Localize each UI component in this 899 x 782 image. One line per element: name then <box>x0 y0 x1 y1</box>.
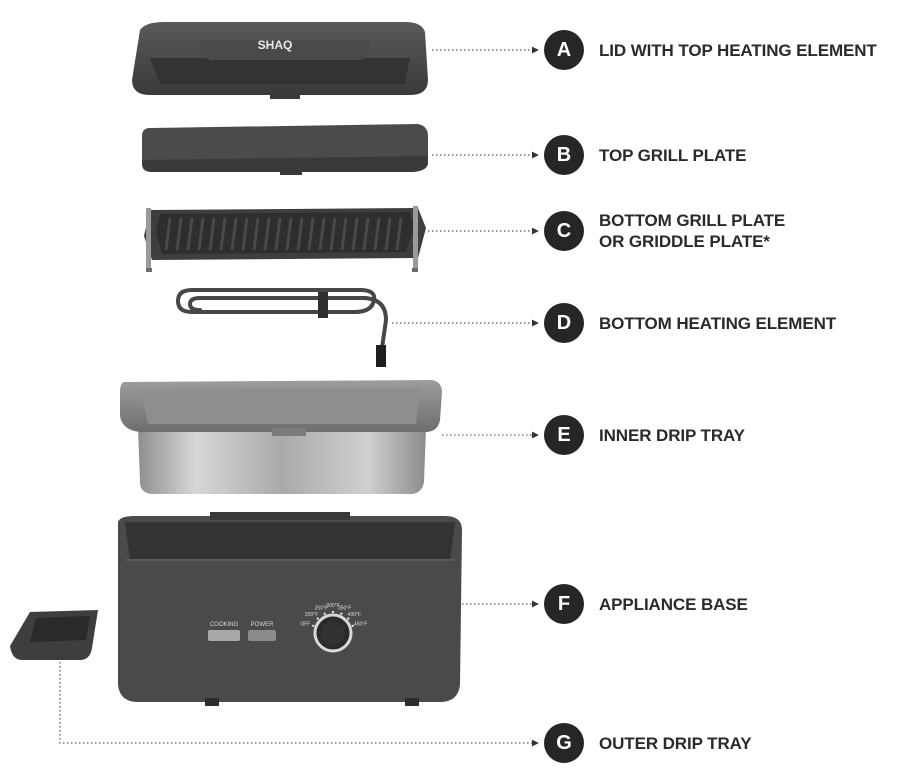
dial-tick <box>323 612 326 615</box>
callout-label: BOTTOM GRILL PLATE OR GRIDDLE PLATE* <box>599 211 786 251</box>
dial-mark-label: 350°F <box>338 605 351 611</box>
callout-d: D BOTTOM HEATING ELEMENT <box>544 302 836 344</box>
dial-tick <box>316 617 319 620</box>
dial-tick <box>312 624 315 628</box>
grill-ridge <box>362 217 370 251</box>
callout-label: BOTTOM HEATING ELEMENT <box>599 313 837 333</box>
grill-ridge <box>230 217 238 251</box>
grill-ridge <box>208 217 216 251</box>
dial-tick <box>347 617 350 620</box>
grill-ridge <box>274 217 282 251</box>
dial-mark-label: 400°F <box>348 612 361 618</box>
callout-letter: D <box>544 303 584 343</box>
grill-ridge <box>241 217 249 251</box>
grill-ridge <box>175 217 183 251</box>
grill-ridge <box>252 217 260 251</box>
cooking-indicator <box>208 630 240 641</box>
grill-ridge <box>307 217 315 251</box>
outer-drip-tray <box>10 610 98 660</box>
grill-ridge <box>164 217 172 251</box>
callout-label: APPLIANCE BASE <box>599 594 748 614</box>
lid-brand-text: SHAQ <box>258 38 293 52</box>
dial-tick <box>331 610 335 614</box>
top-grill-plate <box>142 124 428 175</box>
appliance-base: COOKING POWER OFF 200°F250°F300°F350°F400… <box>118 512 462 706</box>
dial-mark-label: 250°F <box>315 605 328 611</box>
callout-letter: G <box>544 723 584 763</box>
bottom-grill-plate <box>144 206 426 272</box>
dial-mark-label: 300°F <box>326 603 339 609</box>
leader-lines <box>59 46 539 747</box>
callout-letter: C <box>544 211 584 251</box>
callout-label: INNER DRIP TRAY <box>599 425 745 445</box>
callout-a: A LID WITH TOP HEATING ELEMENT <box>544 29 877 71</box>
cooking-label: COOKING <box>210 622 239 628</box>
grill-ridge <box>340 217 348 251</box>
grill-ridge <box>219 217 227 251</box>
dial-mark-label: 200°F <box>305 612 318 618</box>
grill-ridge <box>197 217 205 251</box>
callout-label: LID WITH TOP HEATING ELEMENT <box>599 40 877 60</box>
dial-mark-label: 450°F <box>354 621 367 627</box>
callout-letter: F <box>544 584 584 624</box>
callout-b: B TOP GRILL PLATE <box>544 134 747 176</box>
callout-g: G OUTER DRIP TRAY <box>544 722 752 764</box>
grill-ridge <box>395 217 403 251</box>
grill-ridge <box>263 217 271 251</box>
power-button <box>248 630 276 641</box>
callout-f: F APPLIANCE BASE <box>544 583 748 625</box>
callout-letter: A <box>544 30 584 70</box>
callout-label: OUTER DRIP TRAY <box>599 733 752 753</box>
callout-letter: B <box>544 135 584 175</box>
dial-tick <box>351 624 354 628</box>
grill-ridge <box>384 217 392 251</box>
power-label: POWER <box>251 622 274 628</box>
grill-ridge <box>186 217 194 251</box>
lid-with-top-heating-element: SHAQ <box>132 22 428 99</box>
grill-ridge <box>285 217 293 251</box>
grill-ridge <box>318 217 326 251</box>
callout-letter: E <box>544 415 584 455</box>
dial-tick <box>340 612 343 615</box>
grill-ridge <box>296 217 304 251</box>
grill-ridge <box>329 217 337 251</box>
inner-drip-tray <box>120 380 442 494</box>
dial-mark-label: OFF <box>300 621 310 627</box>
callout-c: C BOTTOM GRILL PLATE OR GRIDDLE PLATE* <box>544 210 785 252</box>
grill-ridge <box>373 217 381 251</box>
callout-label: TOP GRILL PLATE <box>599 145 747 165</box>
callout-e: E INNER DRIP TRAY <box>544 414 745 456</box>
bottom-heating-element <box>175 288 389 367</box>
grill-ridge <box>351 217 359 251</box>
